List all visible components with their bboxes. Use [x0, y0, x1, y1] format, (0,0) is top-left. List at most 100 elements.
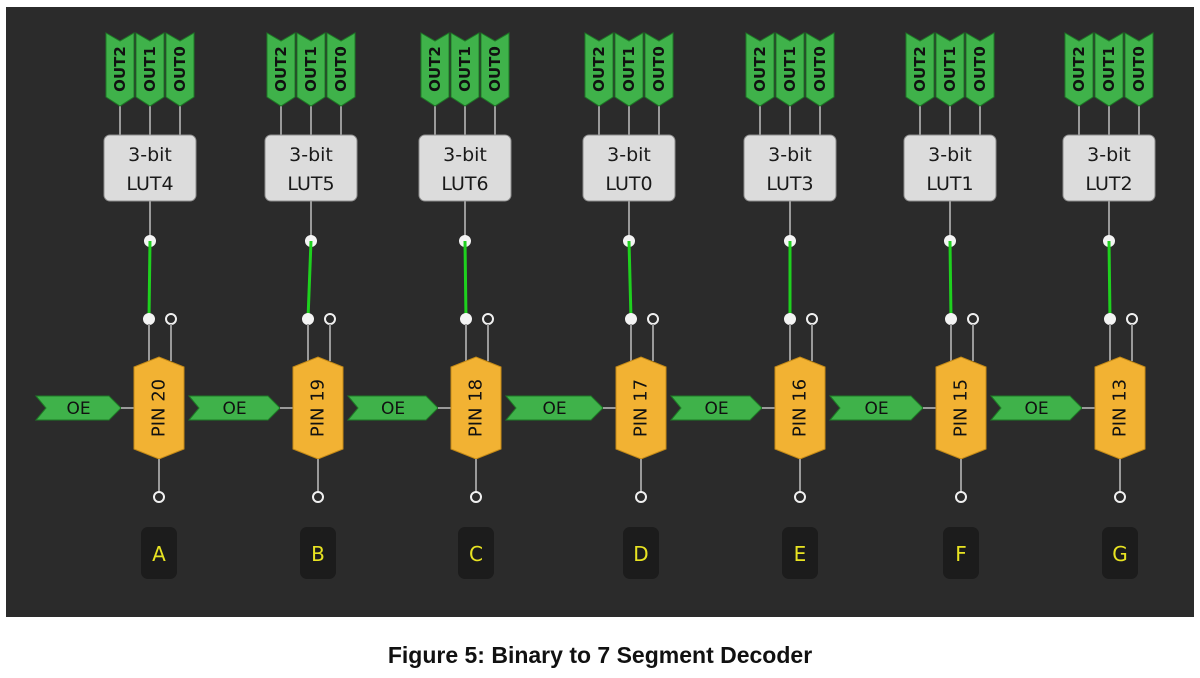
- io-pin-body[interactable]: [774, 356, 826, 460]
- segment-label-box: [623, 527, 659, 579]
- active-connection-wire: [306, 240, 313, 320]
- pin-pad-node[interactable]: [470, 491, 482, 503]
- output-port[interactable]: [480, 32, 510, 107]
- pin-input-node[interactable]: [625, 313, 637, 325]
- output-port[interactable]: [1124, 32, 1154, 107]
- lut-type-label: 3-bit: [1087, 144, 1131, 166]
- output-port-label: OUT0: [650, 46, 668, 92]
- lut-type-label: 3-bit: [289, 144, 333, 166]
- io-pin-label: PIN 19: [308, 379, 329, 437]
- lut-type-label: 3-bit: [128, 144, 172, 166]
- output-port-label: OUT1: [781, 46, 799, 92]
- output-port[interactable]: [326, 32, 356, 107]
- pin-oe-node[interactable]: [647, 313, 659, 325]
- pin-oe-node[interactable]: [482, 313, 494, 325]
- pin-oe-node[interactable]: [165, 313, 177, 325]
- pin-pad-node[interactable]: [955, 491, 967, 503]
- output-port[interactable]: [805, 32, 835, 107]
- output-port-label: OUT0: [332, 46, 350, 92]
- pin-input-node[interactable]: [784, 313, 796, 325]
- lut-type-label: 3-bit: [928, 144, 972, 166]
- oe-signal-label: OE: [1024, 399, 1048, 419]
- segment-label-box: [300, 527, 336, 579]
- pin-input-node[interactable]: [143, 313, 155, 325]
- oe-signal-tag[interactable]: [989, 395, 1083, 421]
- output-port-label: OUT0: [811, 46, 829, 92]
- output-port[interactable]: [1094, 32, 1124, 107]
- segment-label-box: [943, 527, 979, 579]
- io-pin-body[interactable]: [615, 356, 667, 460]
- io-pin-body[interactable]: [450, 356, 502, 460]
- active-connection-wire: [1107, 240, 1112, 320]
- active-connection-wire: [463, 240, 468, 320]
- pin-input-node[interactable]: [1104, 313, 1116, 325]
- segment-label-box: [782, 527, 818, 579]
- output-port[interactable]: [450, 32, 480, 107]
- output-port[interactable]: [965, 32, 995, 107]
- output-port[interactable]: [614, 32, 644, 107]
- io-pin-body[interactable]: [133, 356, 185, 460]
- pin-pad-node[interactable]: [794, 491, 806, 503]
- pin-input-node[interactable]: [460, 313, 472, 325]
- oe-signal-tag[interactable]: [669, 395, 763, 421]
- pin-oe-node[interactable]: [324, 313, 336, 325]
- io-pin-body[interactable]: [935, 356, 987, 460]
- oe-signal-label: OE: [66, 399, 90, 419]
- output-port[interactable]: [584, 32, 614, 107]
- pin-pad-node[interactable]: [153, 491, 165, 503]
- io-pin-label: PIN 13: [1110, 379, 1131, 437]
- output-port[interactable]: [644, 32, 674, 107]
- pin-pad-node[interactable]: [635, 491, 647, 503]
- oe-signal-tag[interactable]: [34, 395, 122, 421]
- output-port[interactable]: [165, 32, 195, 107]
- segment-label: D: [633, 542, 648, 566]
- output-port[interactable]: [935, 32, 965, 107]
- oe-signal-label: OE: [864, 399, 888, 419]
- lut-name-label: LUT5: [287, 173, 334, 195]
- output-port[interactable]: [745, 32, 775, 107]
- output-port-label: OUT0: [171, 46, 189, 92]
- segment-label: E: [794, 542, 807, 566]
- output-port-label: OUT2: [911, 46, 929, 92]
- segment-label-box: [458, 527, 494, 579]
- pin-input-node[interactable]: [302, 313, 314, 325]
- figure-caption: Figure 5: Binary to 7 Segment Decoder: [387, 642, 813, 668]
- pin-oe-node[interactable]: [967, 313, 979, 325]
- pin-oe-node[interactable]: [1126, 313, 1138, 325]
- output-port[interactable]: [1064, 32, 1094, 107]
- oe-signal-tag[interactable]: [504, 395, 604, 421]
- pin-pad-node[interactable]: [1114, 491, 1126, 503]
- output-port-label: OUT2: [590, 46, 608, 92]
- lut-name-label: LUT0: [605, 173, 652, 195]
- pin-pad-node[interactable]: [312, 491, 324, 503]
- output-port-label: OUT0: [971, 46, 989, 92]
- output-port[interactable]: [420, 32, 450, 107]
- output-port[interactable]: [905, 32, 935, 107]
- output-port-label: OUT2: [1070, 46, 1088, 92]
- active-connection-wire: [627, 240, 633, 320]
- io-pin-body[interactable]: [292, 356, 344, 460]
- lut-name-label: LUT4: [126, 173, 173, 195]
- output-port[interactable]: [105, 32, 135, 107]
- output-port[interactable]: [135, 32, 165, 107]
- output-port[interactable]: [296, 32, 326, 107]
- pin-oe-node[interactable]: [806, 313, 818, 325]
- oe-signal-label: OE: [704, 399, 728, 419]
- oe-signal-tag[interactable]: [187, 395, 281, 421]
- segment-label: A: [152, 542, 166, 566]
- pin-input-node[interactable]: [945, 313, 957, 325]
- output-port-label: OUT0: [1130, 46, 1148, 92]
- output-port[interactable]: [775, 32, 805, 107]
- oe-signal-tag[interactable]: [828, 395, 924, 421]
- segment-label: C: [469, 542, 483, 566]
- lut-name-label: LUT2: [1085, 173, 1132, 195]
- output-port-label: OUT2: [111, 46, 129, 92]
- output-port[interactable]: [266, 32, 296, 107]
- output-port-label: OUT1: [1100, 46, 1118, 92]
- io-pin-body[interactable]: [1094, 356, 1146, 460]
- oe-signal-tag[interactable]: [346, 395, 439, 421]
- io-pin-label: PIN 20: [149, 379, 170, 437]
- io-pin-label: PIN 16: [790, 379, 811, 437]
